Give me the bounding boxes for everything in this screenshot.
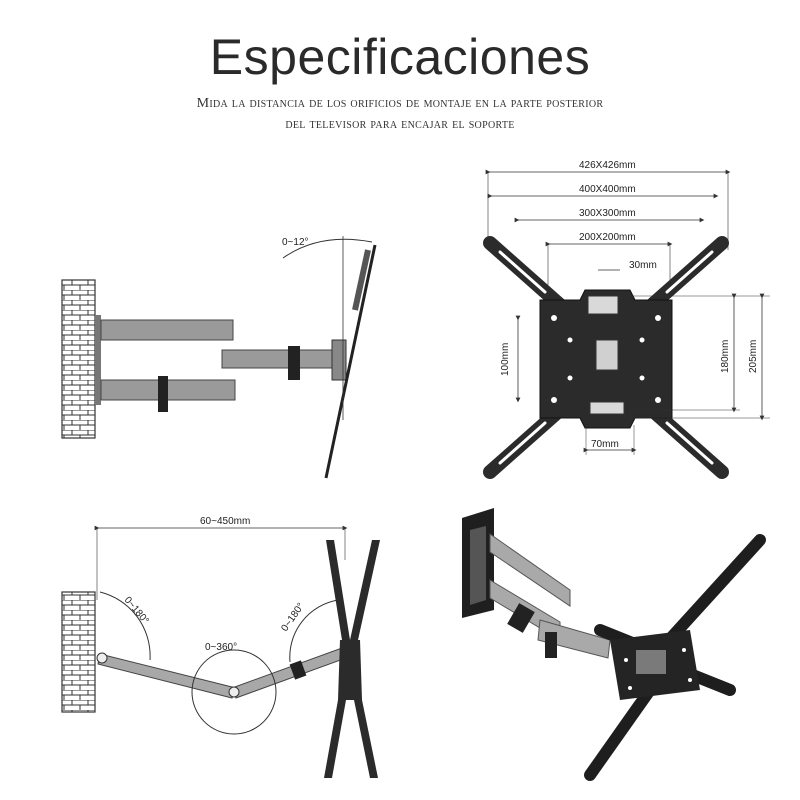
- arm-upper-3d: [489, 533, 571, 607]
- tv-bracket-top: [324, 540, 380, 778]
- brick-wall: [61, 279, 96, 439]
- dim-100-label: 100mm: [500, 343, 511, 376]
- dim-180-label: 180mm: [720, 340, 731, 373]
- dim-400-label: 400X400mm: [579, 184, 636, 195]
- lower-arm-clamp: [158, 376, 168, 412]
- swivel-tv-label: 0~180°: [279, 601, 306, 634]
- wall-plate: [95, 315, 101, 405]
- top-view-diagram: 60~450mm 0~180° 0~360° 0~180°: [61, 516, 380, 778]
- tilt-label: 0~12°: [282, 237, 309, 248]
- page-title: Especificaciones: [209, 29, 591, 85]
- dim-426-label: 426X426mm: [579, 160, 636, 171]
- brick-wall-top: [61, 591, 96, 713]
- swivel-arc-wall: [99, 591, 151, 661]
- outer-arm-clamp: [288, 346, 300, 380]
- arm-1: [97, 653, 237, 699]
- tv-plate-side: [324, 244, 377, 479]
- arm-outer-3d: [537, 619, 611, 659]
- extension-label: 60~450mm: [200, 516, 250, 527]
- swivel-wall-label: 0~180°: [122, 595, 151, 627]
- upper-arm: [100, 319, 234, 341]
- swivel-mid-label: 0~360°: [205, 642, 237, 653]
- dim-300-label: 300X300mm: [579, 208, 636, 219]
- swivel-circle-mid: [191, 649, 277, 735]
- outer-arm: [221, 349, 341, 369]
- subtitle-line-1: Mida la distancia de los orificios de mo…: [196, 96, 604, 111]
- dim-30-label: 30mm: [629, 260, 657, 271]
- tilt-head: [331, 339, 347, 381]
- tilt-arc: [282, 238, 373, 259]
- dim-200-label: 200X200mm: [579, 232, 636, 243]
- dim-70-label: 70mm: [591, 439, 619, 450]
- dim-205-label: 205mm: [748, 340, 759, 373]
- swivel-arc-tv: [289, 599, 339, 663]
- side-view-diagram: 0~12°: [61, 236, 377, 479]
- subtitle-line-2: del televisor para encajar el soporte: [285, 117, 515, 132]
- vesa-view-diagram: 426X426mm 400X400mm 300X300mm 200X200mm …: [483, 160, 770, 479]
- product-3d-view: [462, 508, 766, 781]
- arm-2: [231, 647, 347, 699]
